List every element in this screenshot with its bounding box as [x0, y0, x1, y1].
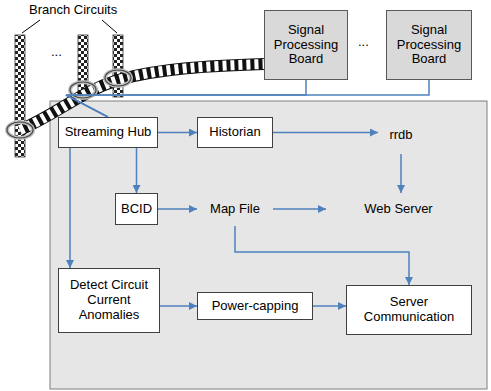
- data-flow-arrow: [136, 148, 138, 193]
- node-text: BCID: [118, 202, 155, 217]
- process-box: Detect Circuit Current Anomalies: [58, 268, 160, 333]
- data-flow-arrow: [160, 305, 197, 307]
- ellipsis-mark: ...: [357, 34, 370, 49]
- data-flow-arrow: [235, 226, 409, 285]
- node-text: Detect Circuit Current Anomalies: [59, 278, 159, 323]
- system-panel: [50, 101, 487, 389]
- process-box: Streaming Hub: [58, 117, 158, 148]
- node-text: Server Communication: [347, 295, 471, 325]
- data-flow-arrow: [273, 208, 326, 210]
- node-outline: [197, 186, 283, 256]
- data-flow-arrow: [158, 132, 197, 134]
- process-box: Historian: [197, 117, 273, 148]
- signal-board: Signal Processing Board: [264, 10, 348, 80]
- signal-board: Signal Processing Board: [386, 10, 472, 80]
- node-text: rrdb: [386, 128, 415, 143]
- process-box: Power-capping: [197, 292, 313, 320]
- data-flow-arrow: [69, 148, 71, 268]
- data-flow-arrow: [273, 132, 378, 134]
- file-folder: Map File: [197, 186, 273, 226]
- node-text: Web Server: [361, 202, 435, 217]
- node-text: Map File: [207, 202, 263, 217]
- database-cylinder: rrdb: [378, 106, 424, 154]
- ellipsis-mark: ...: [50, 44, 63, 59]
- data-flow-arrow: [400, 154, 402, 193]
- process-box: BCID: [115, 193, 158, 225]
- data-flow-arrow: [66, 80, 306, 117]
- callout-label: Branch Circuits: [28, 2, 118, 17]
- server-box: Web Server: [326, 193, 471, 225]
- leader-lines: [22, 20, 117, 33]
- data-flow-arrow: [313, 305, 346, 307]
- node-text: Signal Processing Board: [265, 23, 347, 68]
- node-text: Historian: [206, 125, 263, 140]
- node-text: Power-capping: [209, 299, 302, 314]
- node-text: Signal Processing Board: [387, 23, 471, 68]
- data-flow-arrow: [66, 80, 429, 117]
- node-text: Streaming Hub: [62, 125, 155, 140]
- data-flow-arrow: [158, 208, 197, 210]
- process-box: Server Communication: [346, 285, 472, 335]
